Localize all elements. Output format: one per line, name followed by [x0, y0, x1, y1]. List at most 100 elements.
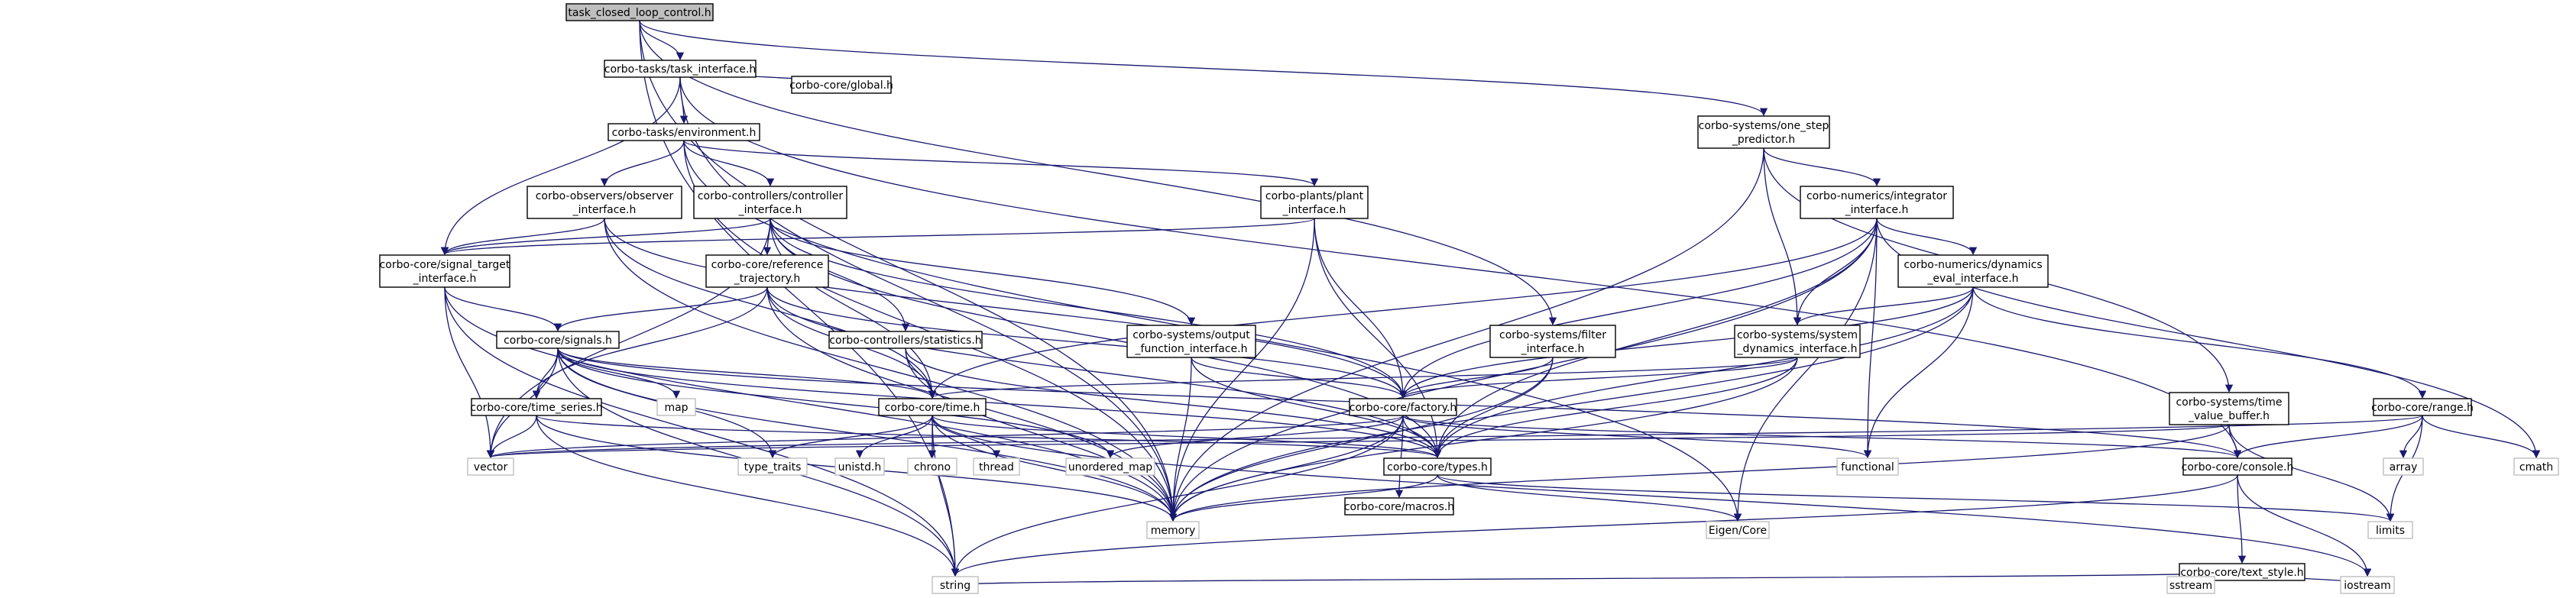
node-label: corbo-core/global.h: [789, 79, 893, 92]
edge-n9-to-n12: [553, 286, 768, 332]
node-task-closed-loop-control-h[interactable]: task_closed_loop_control.h: [565, 3, 714, 21]
node-corbo-systems-one-step-predictor-h[interactable]: corbo-systems/one_step_predictor.h: [1697, 115, 1830, 149]
edge-n20-to-n37: [2228, 424, 2395, 522]
node-box: [379, 254, 510, 288]
node-corbo-numerics-dynamics-eval-interface-h[interactable]: corbo-numerics/dynamics _eval_interface.h: [1897, 254, 2049, 288]
edge-n18-to-n35: [932, 415, 1178, 522]
node-box: [2513, 457, 2559, 476]
edge-n18-to-n39: [932, 415, 960, 577]
node-label: corbo-numerics/integrator: [1806, 190, 1947, 202]
edge-n19-to-n28: [1106, 415, 1404, 459]
node-label: corbo-core/time_series.h: [470, 402, 602, 414]
node-corbo-core-time-h[interactable]: corbo-core/time.h: [878, 398, 987, 416]
edge-n8-to-n35: [444, 286, 1178, 522]
edge-n8-to-n39: [444, 286, 960, 577]
edge-n32-to-n39: [951, 474, 2238, 577]
node-corbo-systems-time-value-buffer-h[interactable]: corbo-systems/time_value_buffer.h: [2169, 392, 2289, 425]
node-corbo-numerics-integrator-interface-h[interactable]: corbo-numerics/integrator _interface.h: [1800, 186, 1954, 219]
edge-n10-to-n19: [1398, 218, 1878, 399]
node-corbo-controllers-statistics-h[interactable]: corbo-controllers/statistics.h: [828, 331, 983, 349]
node-label: vector: [474, 461, 508, 474]
edge-n9-to-n17: [532, 286, 768, 399]
node-label: _interface.h: [1845, 204, 1909, 216]
edge-n16-to-n18: [928, 357, 1798, 399]
node-box: [2383, 457, 2424, 476]
edge-n19-to-n31: [1402, 415, 1871, 459]
node-cmath: cmath: [2513, 457, 2559, 476]
node-array: array: [2383, 457, 2424, 476]
edge-n0-to-n7: [639, 20, 1768, 117]
node-corbo-observers-observer-interface-h[interactable]: corbo-observers/observer_interface.h: [527, 186, 682, 219]
edge-n6-to-n19: [1314, 218, 1408, 399]
node-corbo-core-macros-h[interactable]: corbo-core/macros.h: [1344, 497, 1454, 516]
node-corbo-core-range-h[interactable]: corbo-core/range.h: [2371, 398, 2474, 416]
edge-n1-to-n32: [679, 76, 2242, 459]
node-label: _eval_interface.h: [1926, 273, 2018, 285]
node-label: corbo-numerics/dynamics: [1904, 259, 2042, 271]
edge-n0-to-n39: [639, 20, 960, 577]
node-label: corbo-core/signals.h: [504, 335, 612, 347]
node-label: task_closed_loop_control.h: [568, 7, 711, 19]
node-corbo-core-signals-h[interactable]: corbo-core/signals.h: [496, 331, 620, 349]
edge-n15-to-n35: [1168, 357, 1554, 522]
edge-n11-to-n35: [1168, 286, 1974, 522]
edge-n7-to-n10: [1763, 147, 1881, 187]
node-box: [828, 331, 983, 349]
node-corbo-tasks-task-interface-h[interactable]: corbo-tasks/task_interface.h: [604, 60, 757, 78]
node-label: corbo-observers/observer: [536, 190, 674, 202]
edge-n10-to-n31: [1863, 218, 1878, 459]
node-box: [496, 331, 620, 349]
node-corbo-core-reference-trajectory-h[interactable]: corbo-core/reference_trajectory.h: [705, 254, 829, 288]
edge-n21-to-n23: [487, 415, 2423, 459]
node-corbo-core-factory-h[interactable]: corbo-core/factory.h: [1349, 398, 1457, 416]
node-box: [565, 3, 714, 21]
node-label: _value_buffer.h: [2188, 410, 2270, 422]
node-corbo-core-global-h[interactable]: corbo-core/global.h: [789, 76, 893, 94]
node-box: [2166, 576, 2215, 594]
edge-n0-to-n1: [639, 20, 685, 61]
node-label: _interface.h: [413, 273, 477, 285]
node-box: [1126, 325, 1256, 358]
edge-n12-to-n18: [557, 347, 937, 399]
edge-n11-to-n19: [1398, 286, 1974, 399]
node-corbo-systems-system-dynamics-interface-h[interactable]: corbo-systems/system _dynamics_interface.…: [1734, 325, 1861, 358]
node-corbo-core-time-series-h[interactable]: corbo-core/time_series.h: [470, 398, 603, 416]
node-label: thread: [979, 461, 1014, 474]
node-label: corbo-core/console.h: [2182, 461, 2294, 474]
edge-n9-to-n29: [766, 286, 1442, 459]
edge-n1-to-n8: [440, 76, 681, 256]
node-label: _predictor.h: [1732, 134, 1795, 146]
edge-n7-to-n35: [1168, 147, 1764, 522]
node-corbo-systems-filter-interface-h[interactable]: corbo-systems/filter_interface.h: [1489, 325, 1616, 358]
node-label: corbo-core/macros.h: [1344, 501, 1454, 513]
edge-n19-to-n23: [487, 415, 1404, 459]
edge-n5-to-n8: [440, 218, 771, 256]
node-label: corbo-core/signal_target: [380, 259, 510, 271]
node-label: _dynamics_interface.h: [1737, 343, 1858, 355]
node-thread: thread: [973, 457, 1020, 476]
edge-n19-to-n30: [1395, 415, 1404, 499]
node-corbo-core-signal-target-interface-h[interactable]: corbo-core/signal_target _interface.h: [379, 254, 510, 288]
node-corbo-controllers-controller-interface-h[interactable]: corbo-controllers/controller_interface.h: [693, 186, 847, 219]
node-box: [2182, 457, 2292, 476]
edge-n10-to-n29: [1433, 218, 1878, 459]
node-corbo-core-types-h[interactable]: corbo-core/types.h: [1383, 457, 1492, 476]
node-corbo-systems-output-function-interface-h[interactable]: corbo-systems/output_function_interface.…: [1126, 325, 1256, 358]
edge-n29-to-n36: [1437, 474, 1742, 522]
node-label: corbo-systems/system: [1737, 329, 1858, 341]
node-iostream: iostream: [2340, 576, 2395, 594]
edge-n17-to-n23: [486, 415, 537, 459]
node-label: unordered_map: [1068, 461, 1152, 474]
node-label: corbo-controllers/statistics.h: [829, 335, 981, 347]
node-label: corbo-controllers/controller: [698, 190, 844, 202]
node-label: iostream: [2344, 580, 2391, 592]
node-box: [2340, 576, 2395, 594]
node-eigen-core: Eigen/Core: [1706, 521, 1770, 539]
node-box: [527, 186, 682, 219]
edge-n4-to-n19: [604, 218, 1408, 399]
node-corbo-plants-plant-interface-h[interactable]: corbo-plants/plant_interface.h: [1260, 186, 1369, 219]
node-label: corbo-core/text_style.h: [2180, 567, 2303, 579]
node-corbo-tasks-environment-h[interactable]: corbo-tasks/environment.h: [608, 123, 760, 141]
node-box: [656, 398, 696, 416]
node-corbo-core-console-h[interactable]: corbo-core/console.h: [2182, 457, 2294, 476]
